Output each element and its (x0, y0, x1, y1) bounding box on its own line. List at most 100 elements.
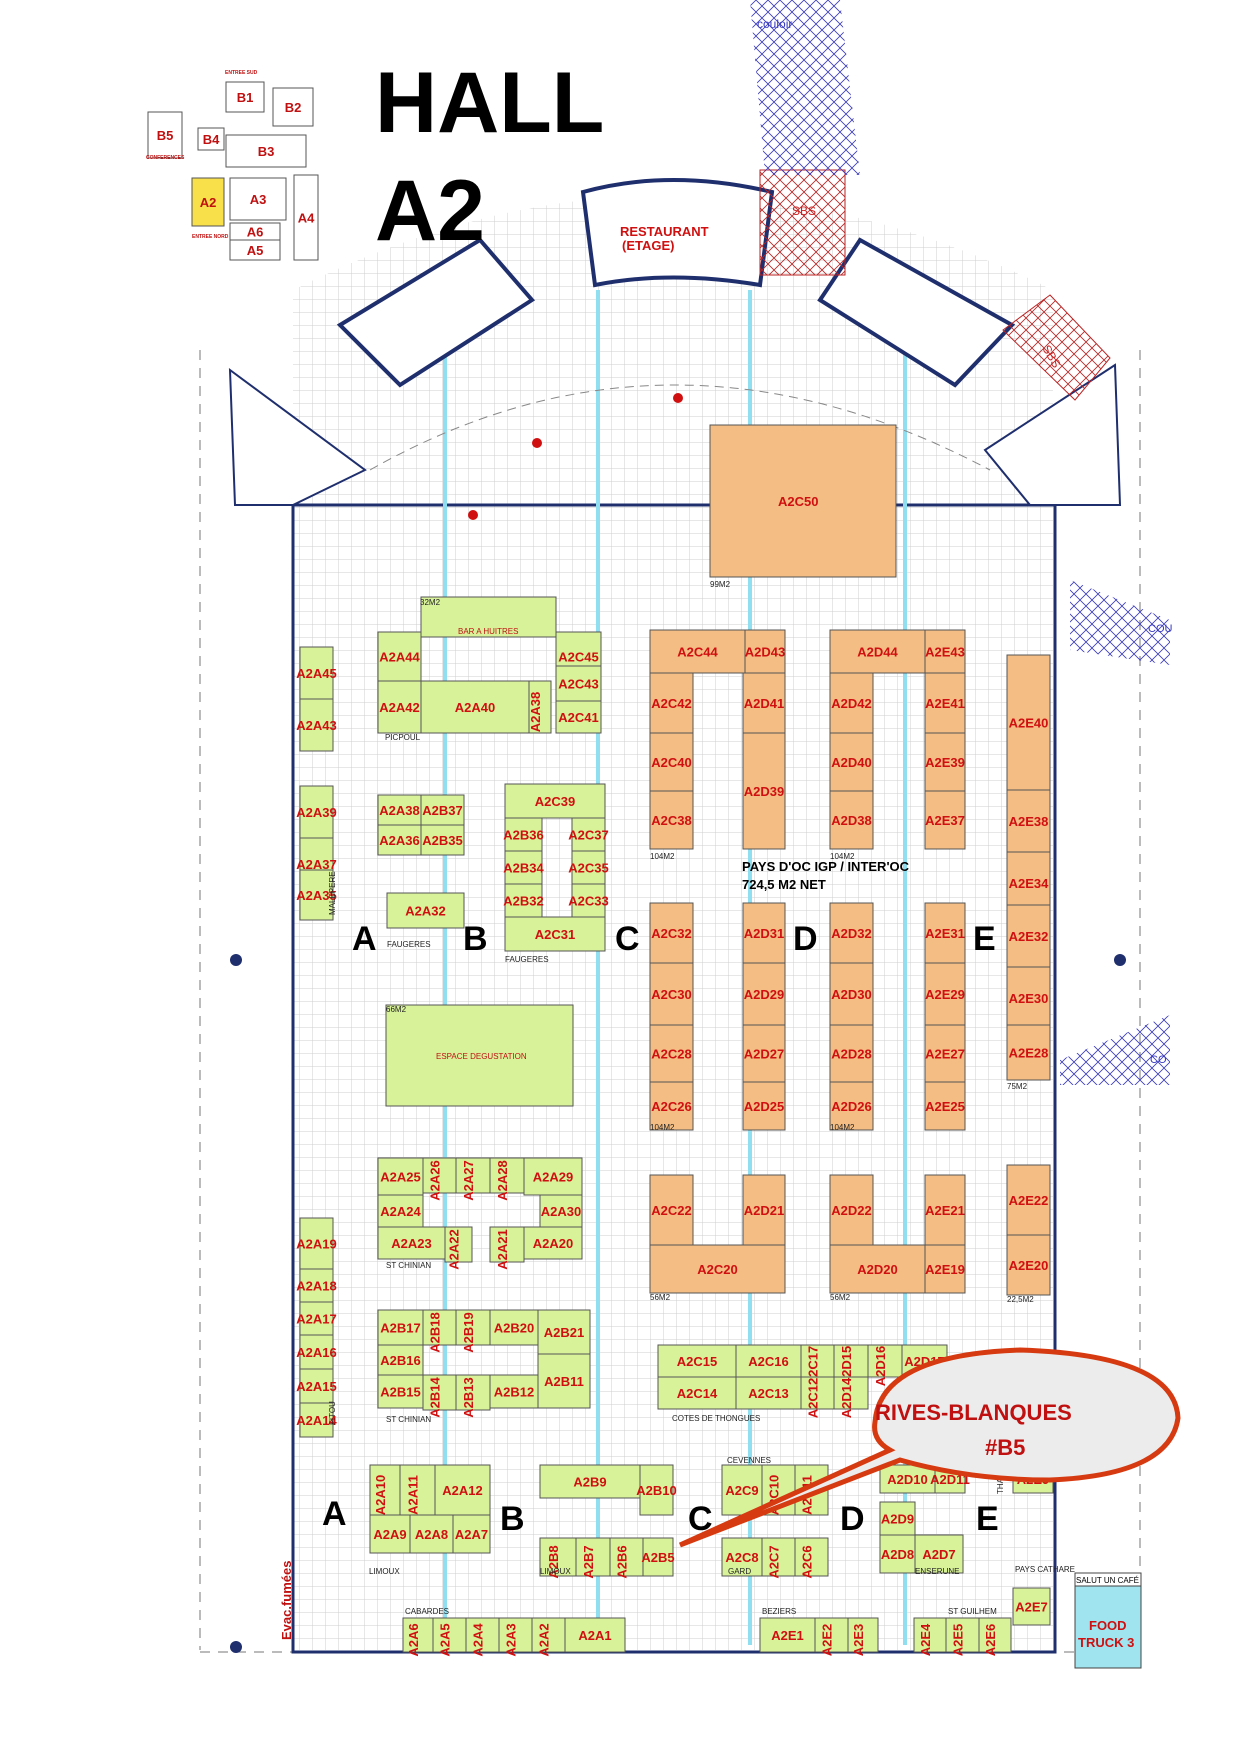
stand-a2d31[interactable]: A2D31 (742, 902, 786, 964)
stand-a2e22[interactable]: A2E22 (1006, 1164, 1051, 1236)
stand-a2c26[interactable]: A2C26 (649, 1081, 694, 1131)
stand-a2e38[interactable]: A2E38 (1006, 789, 1051, 853)
stand-a2d41[interactable]: A2D41 (742, 672, 786, 734)
stand-a2d22[interactable]: A2D22 (829, 1174, 874, 1246)
stand-a2e4[interactable]: A2E4 (913, 1617, 947, 1656)
stand-a2a4[interactable]: A2A4 (465, 1617, 500, 1657)
stand-a2d8[interactable]: A2D8 (879, 1534, 916, 1574)
stand-a2c7[interactable]: A2C7 (761, 1537, 796, 1579)
stand-a2a29[interactable]: A2A29 (523, 1157, 583, 1196)
stand-a2a45[interactable]: A2A45 (296, 646, 337, 700)
stand-a2d7[interactable]: A2D7 (914, 1534, 964, 1574)
stand-a2a40[interactable]: A2A40 (420, 680, 530, 734)
stand-a2e29[interactable]: A2E29 (924, 962, 966, 1026)
stand-a2a32[interactable]: A2A32 (386, 892, 465, 929)
stand-a2d28[interactable]: A2D28 (829, 1024, 874, 1083)
stand-a2d44[interactable]: A2D44 (829, 629, 926, 674)
bar-a-huitres[interactable]: BAR A HUITRES 32M2 (420, 596, 557, 638)
stand-a2e40[interactable]: A2E40 (1006, 654, 1051, 791)
stand-a2a16[interactable]: A2A16 (296, 1334, 337, 1370)
stand-a2c44[interactable]: A2C44 (649, 629, 746, 674)
stand-a2a39[interactable]: A2A39 (296, 785, 337, 839)
stand-a2b5[interactable]: A2B5 (641, 1537, 675, 1577)
stand-a2e34[interactable]: A2E34 (1006, 851, 1051, 915)
stand-a2b8[interactable]: A2B8 (539, 1537, 577, 1579)
stand-a2b36[interactable]: A2B36 (503, 817, 544, 852)
stand-a2e37[interactable]: A2E37 (924, 790, 966, 850)
stand-a2b15[interactable]: A2B15 (377, 1374, 424, 1409)
stand-a2d40[interactable]: A2D40 (829, 732, 874, 792)
stand-a2c30[interactable]: A2C30 (649, 962, 694, 1026)
stand-a2e30[interactable]: A2E30 (1006, 966, 1051, 1030)
stand-a2a38[interactable]: A2A38 (528, 680, 552, 734)
stand-a2b10[interactable]: A2B10 (636, 1464, 677, 1516)
stand-a2d14[interactable]: A2D14 (833, 1376, 869, 1418)
stand-a2e43[interactable]: A2E43 (924, 629, 966, 674)
espace-degustation[interactable]: ESPACE DEGUSTATION 66M2 (385, 1004, 574, 1107)
stand-a2d38[interactable]: A2D38 (829, 790, 874, 850)
a2c50-area[interactable]: A2C50 99M2 (709, 424, 897, 589)
stand-a2d30[interactable]: A2D30 (829, 962, 874, 1026)
stand-a2c40[interactable]: A2C40 (649, 732, 694, 792)
stand-a2c41[interactable]: A2C41 (555, 700, 602, 734)
stand-a2c14[interactable]: A2C14 (657, 1376, 737, 1410)
stand-a2c38[interactable]: A2C38 (649, 790, 694, 850)
stand-a2b7[interactable]: A2B7 (575, 1537, 611, 1579)
stand-a2a24[interactable]: A2A24 (377, 1194, 424, 1228)
stand-a2c22[interactable]: A2C22 (649, 1174, 694, 1246)
stand-a2c35[interactable]: A2C35 (568, 850, 609, 885)
stand-a2c28[interactable]: A2C28 (649, 1024, 694, 1083)
stand-a2e1[interactable]: A2E1 (759, 1617, 816, 1653)
stand-a2d20[interactable]: A2D20 (829, 1244, 926, 1294)
stand-a2e19[interactable]: A2E19 (924, 1244, 966, 1294)
stand-a2a30[interactable]: A2A30 (539, 1194, 583, 1228)
stand-a2b21[interactable]: A2B21 (537, 1309, 591, 1355)
stand-a2d25[interactable]: A2D25 (742, 1081, 786, 1131)
stand-a2c43[interactable]: A2C43 (555, 665, 602, 702)
stand-a2b12[interactable]: A2B12 (489, 1374, 539, 1409)
stand-a2e27[interactable]: A2E27 (924, 1024, 966, 1083)
stand-a2c13[interactable]: A2C13 (735, 1376, 802, 1410)
stand-a2d9[interactable]: A2D9 (879, 1501, 916, 1536)
stand-a2a25[interactable]: A2A25 (377, 1157, 424, 1196)
stand-a2c15[interactable]: A2C15 (657, 1344, 737, 1378)
stand-a2b13[interactable]: A2B13 (455, 1374, 491, 1418)
stand-a2a20[interactable]: A2A20 (523, 1226, 583, 1260)
stand-a2a19[interactable]: A2A19 (296, 1217, 337, 1270)
stand-a2a35[interactable]: A2A35 (296, 869, 337, 921)
stand-a2a15[interactable]: A2A15 (296, 1368, 337, 1404)
stand-a2e5[interactable]: A2E5 (945, 1617, 980, 1656)
stand-a2d26[interactable]: A2D26 (829, 1081, 874, 1131)
stand-a2c20[interactable]: A2C20 (649, 1244, 786, 1294)
stand-a2a42[interactable]: A2A42 (377, 680, 422, 734)
stand-a2e31[interactable]: A2E31 (924, 902, 966, 964)
stand-a2e25[interactable]: A2E25 (924, 1081, 966, 1131)
stand-a2b17[interactable]: A2B17 (377, 1309, 424, 1346)
stand-a2c6[interactable]: A2C6 (794, 1537, 829, 1579)
stand-a2b37[interactable]: A2B37 (420, 794, 465, 826)
stand-a2e20[interactable]: A2E20 (1006, 1234, 1051, 1296)
stand-a2d32[interactable]: A2D32 (829, 902, 874, 964)
stand-a2a43[interactable]: A2A43 (296, 698, 337, 752)
stand-a2a22[interactable]: A2A22 (444, 1226, 473, 1270)
stand-a2a6[interactable]: A2A6 (402, 1617, 434, 1657)
stand-a2e2[interactable]: A2E2 (814, 1617, 849, 1656)
stand-a2d15[interactable]: A2D15 (833, 1344, 869, 1386)
stand-a2d39[interactable]: A2D39 (742, 732, 786, 850)
stand-a2c32[interactable]: A2C32 (649, 902, 694, 964)
stand-a2d42[interactable]: A2D42 (829, 672, 874, 734)
stand-a2a18[interactable]: A2A18 (296, 1268, 337, 1303)
stand-a2c37[interactable]: A2C37 (568, 817, 609, 852)
stand-a2b20[interactable]: A2B20 (489, 1309, 539, 1346)
stand-a2a14[interactable]: A2A14 (296, 1402, 338, 1438)
stand-a2e39[interactable]: A2E39 (924, 732, 966, 792)
stand-a2b16[interactable]: A2B16 (377, 1344, 424, 1376)
stand-a2b6[interactable]: A2B6 (609, 1537, 644, 1579)
stand-a2e21[interactable]: A2E21 (924, 1174, 966, 1246)
stand-a2e32[interactable]: A2E32 (1006, 904, 1051, 968)
stand-a2c16[interactable]: A2C16 (735, 1344, 802, 1378)
stand-a2a44[interactable]: A2A44 (377, 631, 422, 682)
stand-a2a26[interactable]: A2A26 (422, 1157, 457, 1201)
stand-a2b19[interactable]: A2B19 (455, 1309, 491, 1353)
stand-a2a2[interactable]: A2A2 (531, 1617, 566, 1657)
